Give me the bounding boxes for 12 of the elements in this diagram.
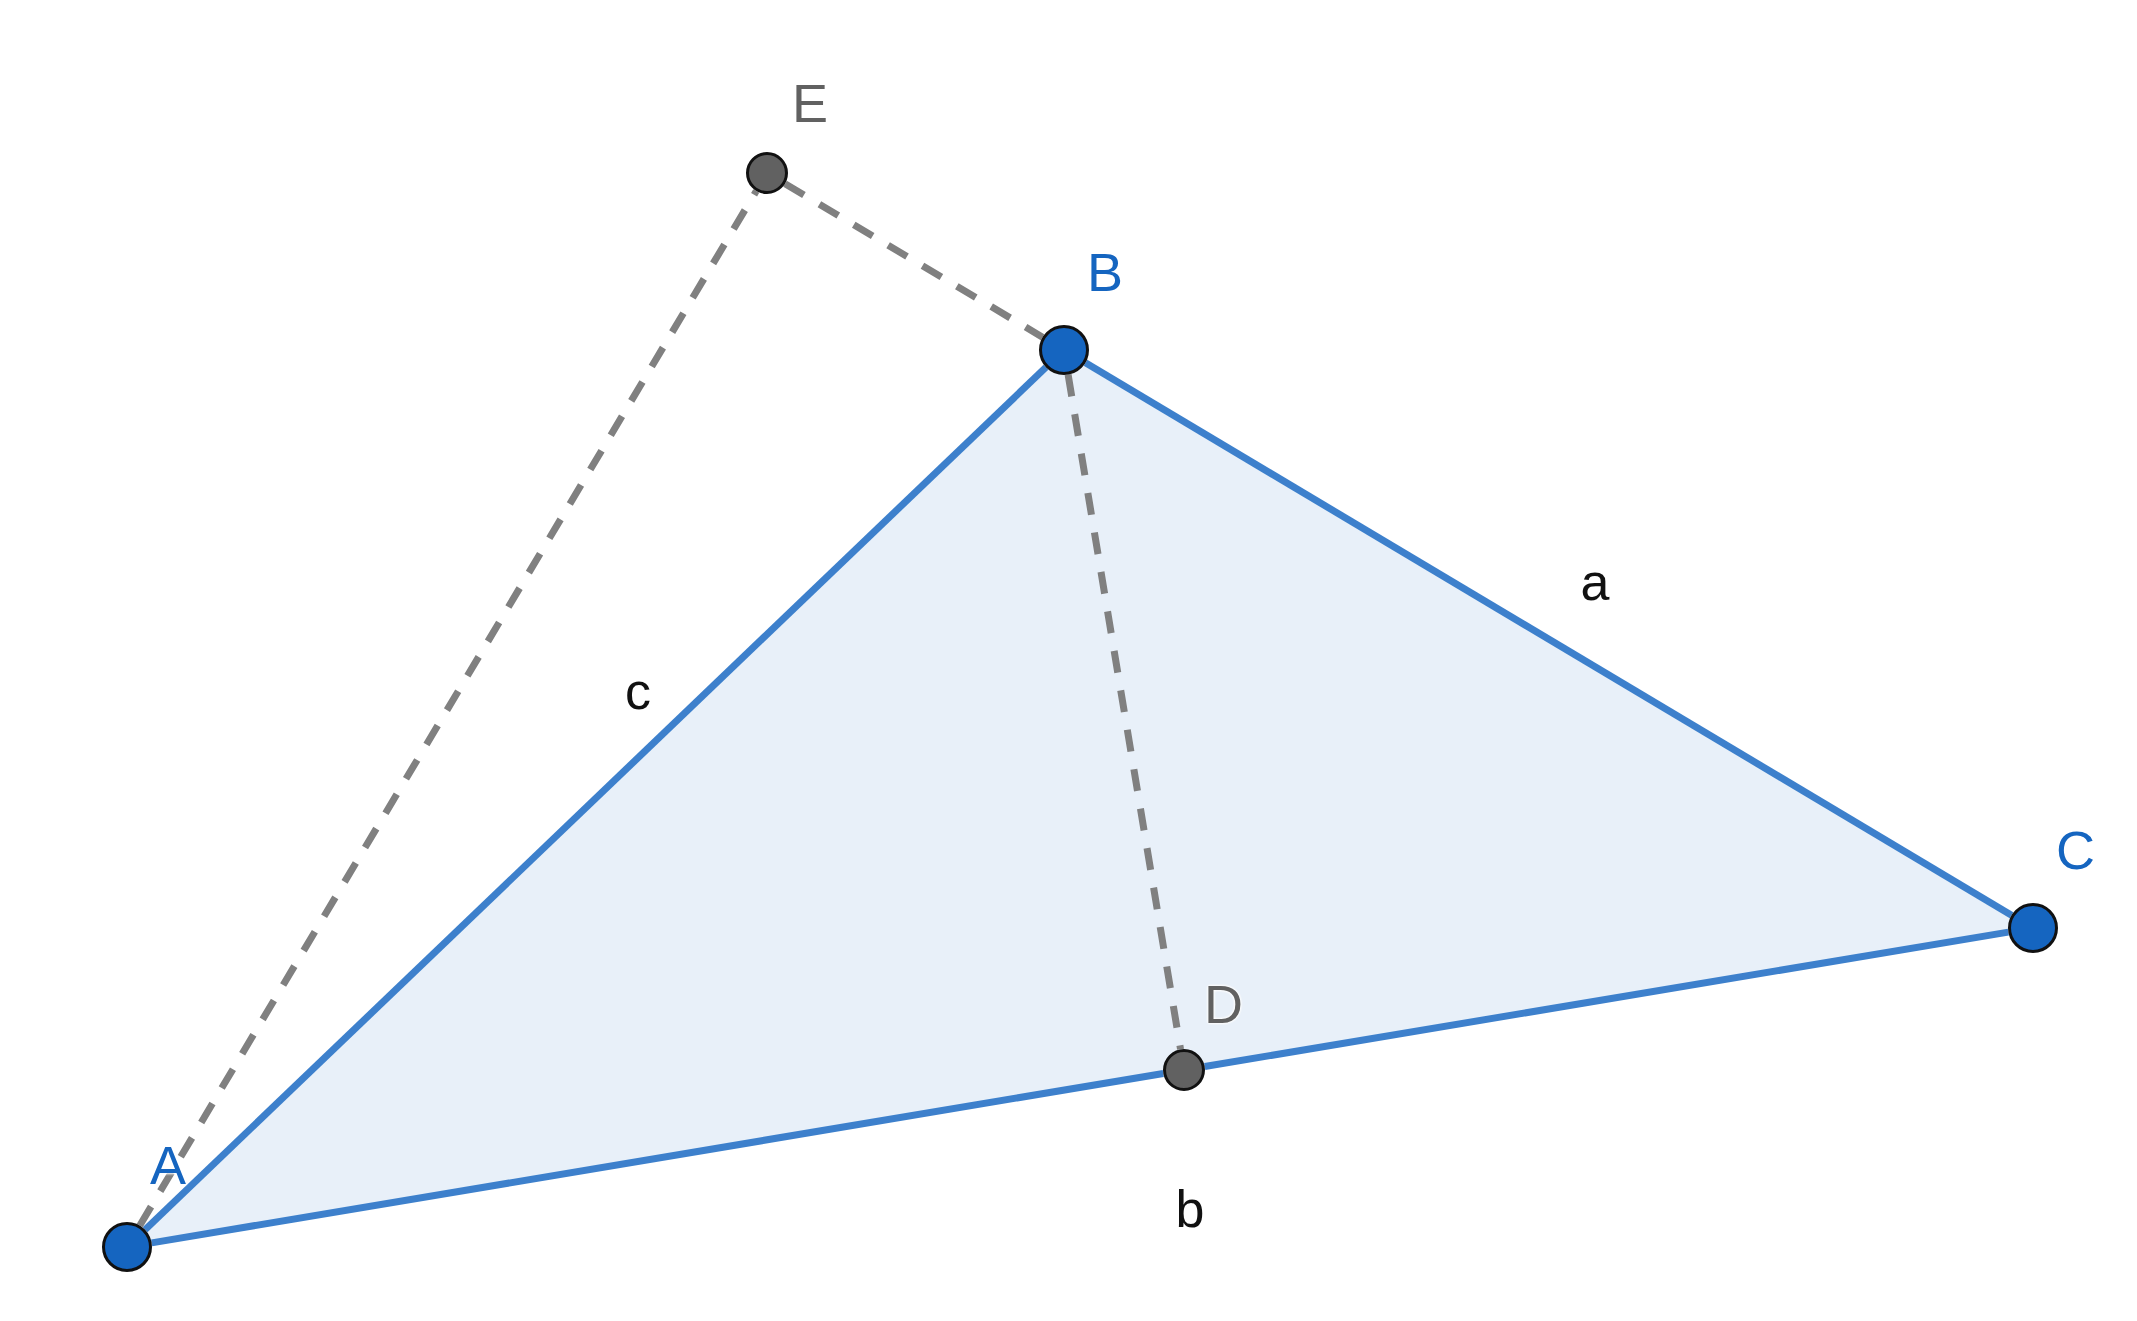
point-label: E — [792, 76, 829, 130]
triangle-side — [1204, 928, 2009, 1070]
point-label: C — [2056, 823, 2095, 877]
dashed-line — [136, 189, 760, 1228]
point-label: B — [1087, 245, 1124, 299]
dashed-line — [1064, 374, 1184, 1050]
triangle-side — [1083, 359, 2014, 919]
dashed-line — [783, 180, 1045, 341]
triangle-side — [151, 1070, 1164, 1247]
point-label: A — [150, 1138, 187, 1192]
triangle-side — [142, 364, 1049, 1233]
point-label: D — [1204, 977, 1243, 1031]
